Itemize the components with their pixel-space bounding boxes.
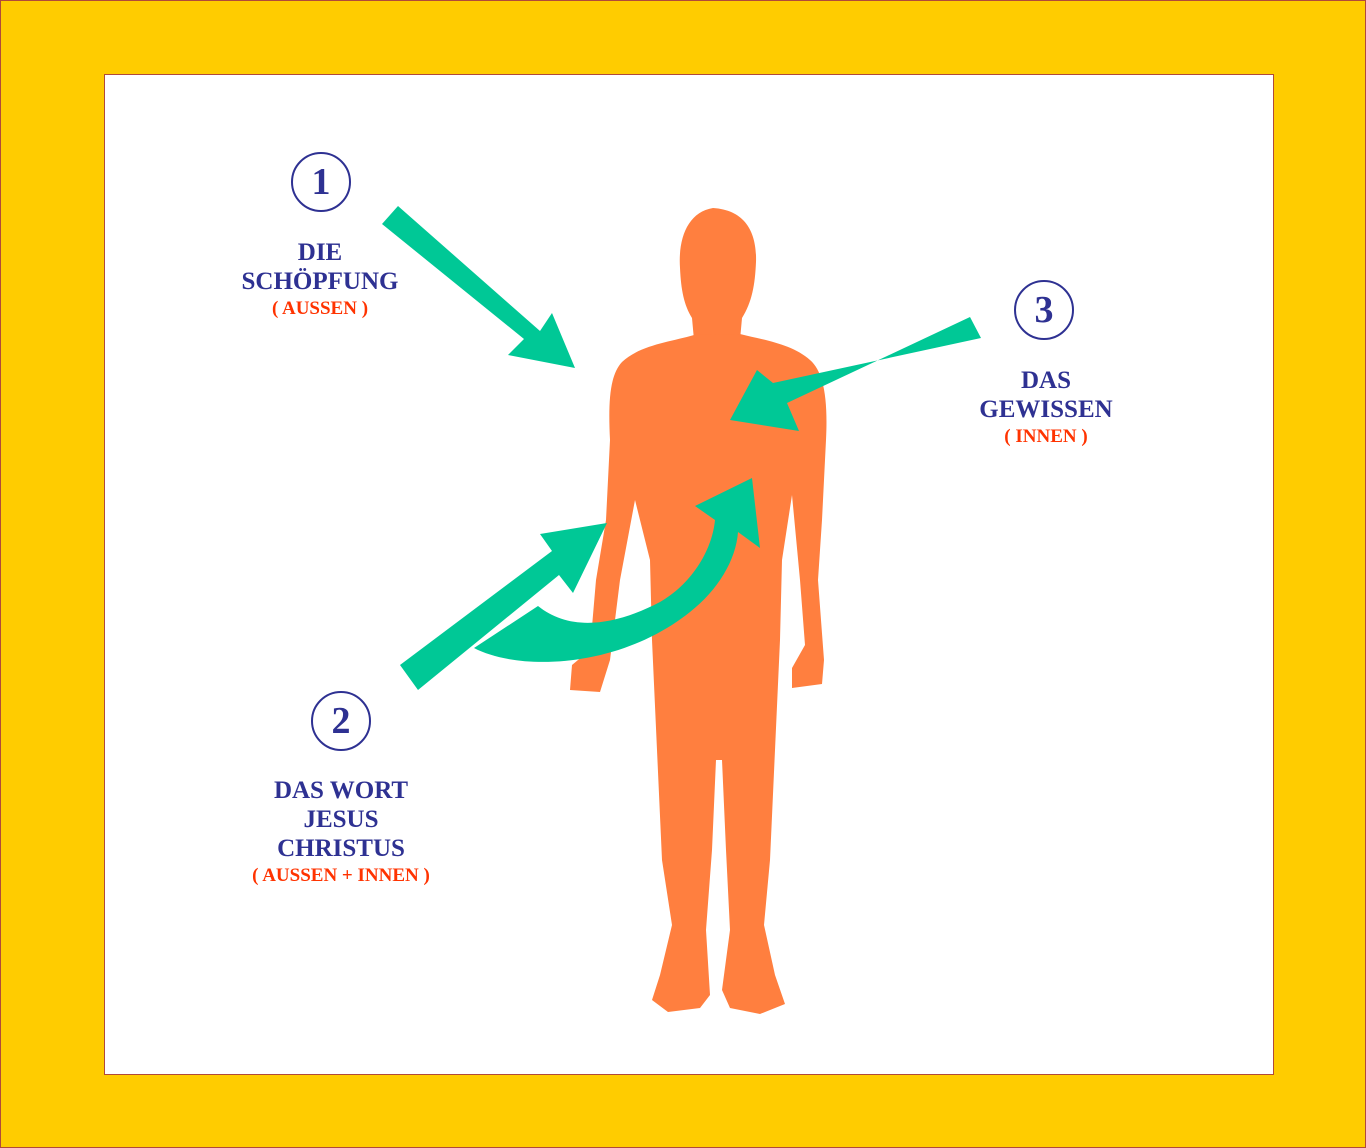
label-2-line-3: CHRISTUS: [185, 834, 497, 863]
label-3: DAS GEWISSEN ( INNEN ): [936, 366, 1156, 450]
label-2: DAS WORT JESUS CHRISTUS ( AUSSEN + INNEN…: [185, 776, 497, 889]
number-badge-3: 3: [1014, 280, 1074, 340]
label-2-line-1: DAS WORT: [185, 776, 497, 805]
label-1-line-1: DIE: [186, 238, 454, 267]
label-2-subtitle: ( AUSSEN + INNEN ): [185, 863, 497, 889]
number-badge-1: 1: [291, 152, 351, 212]
number-badge-2: 2: [311, 691, 371, 751]
label-1-subtitle: ( AUSSEN ): [186, 296, 454, 322]
label-3-subtitle: ( INNEN ): [936, 424, 1156, 450]
number-3-text: 3: [1035, 288, 1054, 332]
number-1-text: 1: [312, 160, 331, 204]
label-1-line-2: SCHÖPFUNG: [186, 267, 454, 296]
label-2-line-2: JESUS: [185, 805, 497, 834]
figure-head: [680, 208, 756, 340]
label-1: DIE SCHÖPFUNG ( AUSSEN ): [186, 238, 454, 322]
figure-torso: [570, 334, 826, 1014]
human-figure: [570, 208, 826, 1014]
label-3-line-1: DAS: [936, 366, 1156, 395]
label-3-line-2: GEWISSEN: [936, 395, 1156, 424]
number-2-text: 2: [332, 699, 351, 743]
